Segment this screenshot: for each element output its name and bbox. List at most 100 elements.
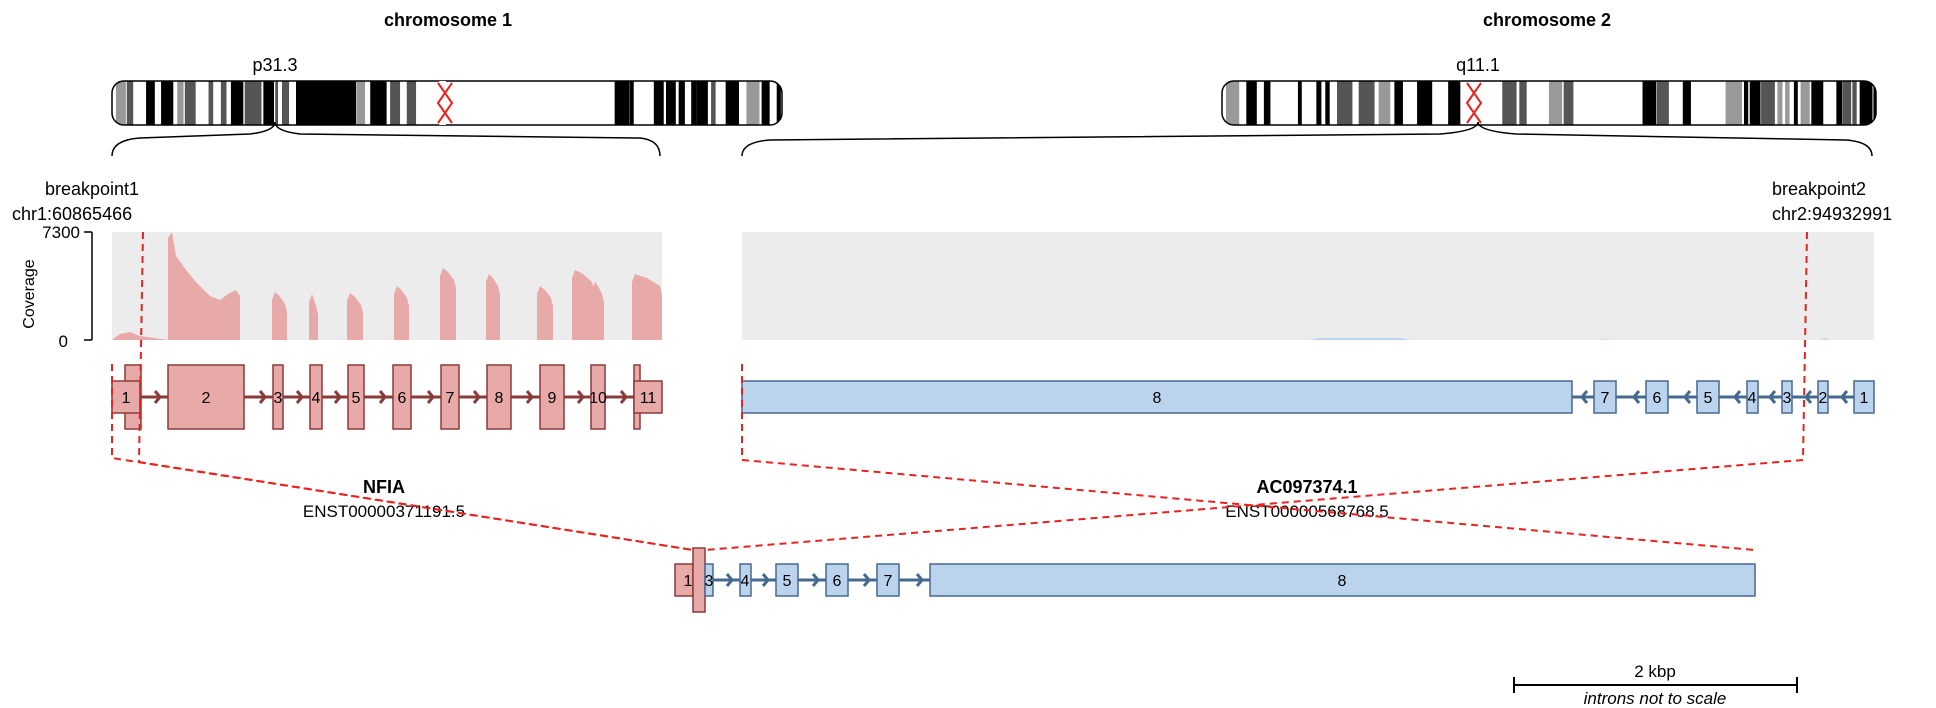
gene2-strand-arrow bbox=[1733, 390, 1742, 404]
gene1-exon-label: 5 bbox=[352, 390, 361, 407]
gene2-exon-label: 1 bbox=[1860, 390, 1869, 407]
coverage-min-label: 0 bbox=[59, 332, 68, 351]
gene1-strand-arrow bbox=[258, 390, 267, 404]
gene2-exon-label: 2 bbox=[1819, 390, 1828, 407]
fusion-exon-7 bbox=[876, 563, 900, 597]
centromere2-marker bbox=[1465, 82, 1483, 124]
gene1-exon-11 bbox=[633, 380, 663, 414]
chromosome2-title: chromosome 2 bbox=[1483, 10, 1611, 30]
coverage-max-label: 7300 bbox=[42, 223, 80, 242]
gene2-exon-7 bbox=[1593, 380, 1617, 414]
gene1-exon-label: 9 bbox=[548, 390, 557, 407]
chromosome1-title: chromosome 1 bbox=[384, 10, 512, 30]
gene2-exon-8 bbox=[741, 380, 1573, 414]
fusion-strand-arrow bbox=[915, 573, 924, 587]
fusion-strand-arrow bbox=[761, 573, 770, 587]
gene2-exon-label: 3 bbox=[1783, 390, 1792, 407]
gene1-strand-arrow bbox=[472, 390, 481, 404]
gene2-strand-arrow bbox=[1580, 390, 1589, 404]
scale-bar-note: introns not to scale bbox=[1584, 689, 1727, 708]
zoom-brace-chr1 bbox=[111, 121, 661, 157]
breakpoint2-coord: chr2:94932991 bbox=[1772, 204, 1892, 224]
breakpoint1-label: breakpoint1 bbox=[45, 179, 139, 199]
gene2-exon-label: 5 bbox=[1704, 390, 1713, 407]
fusion-exon-5 bbox=[775, 563, 799, 597]
zoom-brace-chr2 bbox=[741, 121, 1873, 157]
gene1-exon-1 bbox=[111, 380, 141, 414]
gene1-strand-arrow bbox=[426, 390, 435, 404]
fusion-exon-label: 8 bbox=[1338, 573, 1347, 590]
fusion-exon-4 bbox=[739, 563, 752, 597]
gene1-strand-arrow bbox=[576, 390, 585, 404]
gene1-strand-arrow bbox=[153, 390, 162, 404]
fusion-exon-label: 4 bbox=[741, 573, 750, 590]
gene1-exon-5 bbox=[347, 364, 365, 430]
gene1-exon-label: 10 bbox=[589, 390, 607, 407]
gene2-exon-2 bbox=[1817, 380, 1829, 414]
breakpoint2-label: breakpoint2 bbox=[1772, 179, 1866, 199]
gene2-strand-arrow bbox=[1768, 390, 1777, 404]
gene1-exon-2 bbox=[167, 364, 245, 430]
fusion-strand-arrow bbox=[862, 573, 871, 587]
gene2-exon-label: 7 bbox=[1601, 390, 1610, 407]
gene2-strand-arrow bbox=[1632, 390, 1641, 404]
fusion-exon-3 bbox=[704, 563, 714, 597]
gene1-exon-label: 1 bbox=[122, 390, 131, 407]
gene2-exon-4 bbox=[1746, 380, 1759, 414]
fusion-exon-6 bbox=[825, 563, 849, 597]
gene2-strand-arrow bbox=[1683, 390, 1692, 404]
gene1-exon-9 bbox=[539, 364, 565, 430]
fusion-strand-arrow bbox=[811, 573, 820, 587]
gene1-exon-7 bbox=[440, 364, 460, 430]
gene1-name: NFIA bbox=[363, 477, 405, 497]
gene2-exon-5 bbox=[1696, 380, 1720, 414]
fusion-exon-label: 6 bbox=[833, 573, 842, 590]
gene1-strand-arrow bbox=[378, 390, 387, 404]
gene2-exon-label: 8 bbox=[1153, 390, 1162, 407]
gene2-transcript: ENST00000568768.5 bbox=[1225, 502, 1389, 521]
fusion-exon-1 bbox=[692, 547, 706, 613]
gene2-exon-1 bbox=[1853, 380, 1875, 414]
chromosome1-ideogram bbox=[112, 81, 782, 125]
centromere1-marker bbox=[439, 81, 452, 125]
gene1-strand-arrow bbox=[295, 390, 304, 404]
gene2-strand-arrow bbox=[1804, 390, 1813, 404]
coverage-panel-gene2 bbox=[742, 232, 1874, 340]
gene1-exon-6 bbox=[392, 364, 412, 430]
gene1-exon-10 bbox=[590, 364, 606, 430]
gene1-exon-label: 6 bbox=[398, 390, 407, 407]
chromosome2-band-label: q11.1 bbox=[1456, 55, 1500, 75]
gene1-exon-label: 7 bbox=[446, 390, 455, 407]
gene1-exon-label: 11 bbox=[640, 390, 657, 407]
gene1-strand-arrow bbox=[619, 390, 628, 404]
fusion-exon-8 bbox=[929, 563, 1756, 597]
gene1-transcript: ENST00000371191.5 bbox=[303, 502, 465, 521]
gene1-exon-label: 4 bbox=[312, 390, 321, 407]
fusion-exon-label: 7 bbox=[884, 573, 893, 590]
gene1-exon-4 bbox=[309, 364, 323, 430]
chromosome2-ideogram bbox=[1222, 81, 1876, 125]
coverage-axis-label: Coverage bbox=[21, 259, 38, 328]
gene2-exon-label: 4 bbox=[1748, 390, 1757, 407]
fusion-strand-arrow bbox=[725, 573, 734, 587]
gene2-exon-6 bbox=[1645, 380, 1669, 414]
gene1-exon-3 bbox=[272, 364, 284, 430]
fusion-exon-label: 5 bbox=[783, 573, 792, 590]
gene1-exon-label: 3 bbox=[274, 390, 283, 407]
gene2-exon-3 bbox=[1781, 380, 1793, 414]
gene2-exon-label: 6 bbox=[1653, 390, 1662, 407]
gene1-exon-8 bbox=[486, 364, 512, 430]
gene1-strand-arrow bbox=[333, 390, 342, 404]
chromosome1-band-label: p31.3 bbox=[252, 55, 297, 75]
gene2-name: AC097374.1 bbox=[1256, 477, 1357, 497]
scale-bar-label: 2 kbp bbox=[1634, 662, 1676, 681]
gene1-exon-label: 2 bbox=[202, 390, 211, 407]
coverage-area-gene2 bbox=[1310, 338, 1830, 340]
breakpoint1-coord: chr1:60865466 bbox=[12, 204, 132, 224]
gene2-track: 8 7 6 5 4 3 2 1 bbox=[741, 380, 1875, 414]
gene1-strand-arrow bbox=[525, 390, 534, 404]
breakpoint-dashed-lines bbox=[111, 231, 1808, 551]
